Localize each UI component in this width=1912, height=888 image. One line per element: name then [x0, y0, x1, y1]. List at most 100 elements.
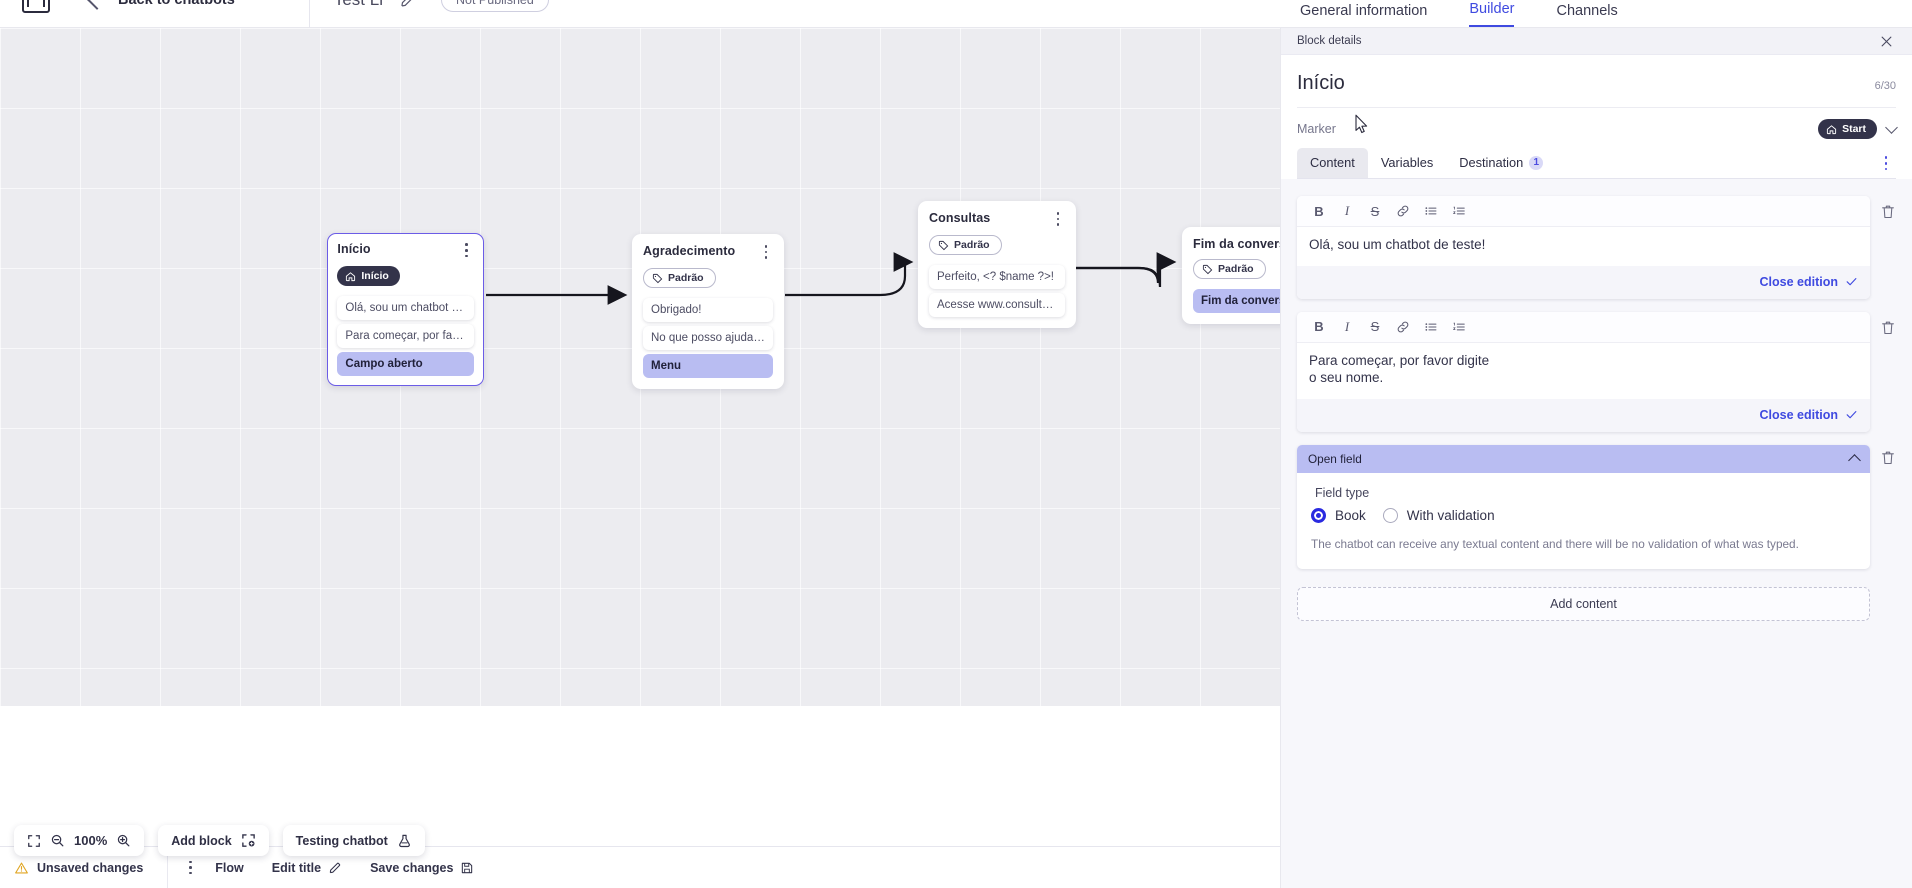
- tab-destination[interactable]: Destination 1: [1446, 148, 1556, 178]
- close-icon[interactable]: [1879, 34, 1894, 49]
- marker-value-badge[interactable]: Start: [1818, 119, 1877, 139]
- close-edition-label: Close edition: [1759, 407, 1838, 422]
- home-icon: [346, 272, 356, 281]
- add-block-button[interactable]: Add block: [158, 825, 269, 856]
- open-field-header[interactable]: Open field: [1297, 444, 1870, 473]
- zoom-controls: 100%: [14, 825, 145, 856]
- numbered-list-icon[interactable]: [1445, 201, 1473, 221]
- node-marker-badge: Padrão: [929, 235, 1002, 255]
- tab-variables-label: Variables: [1380, 155, 1434, 170]
- link-icon[interactable]: [1389, 317, 1417, 337]
- tab-channels[interactable]: Channels: [1556, 3, 1618, 19]
- save-changes-label: Save changes: [370, 860, 454, 875]
- chevron-up-icon[interactable]: [1848, 453, 1861, 467]
- panel-overflow-button[interactable]: [1882, 155, 1896, 171]
- node-row[interactable]: No que posso ajudar, <? $name ...: [643, 325, 773, 350]
- canvas-toolbar: 100% Add block Testing chatbot: [14, 825, 425, 856]
- strikethrough-icon[interactable]: S: [1370, 203, 1380, 219]
- tag-icon: [938, 240, 949, 250]
- flow-node-fim-da-conversa[interactable]: Fim da conversa Padrão Fim da conversa: [1182, 227, 1280, 324]
- trash-icon[interactable]: [1880, 449, 1896, 466]
- app-logo-icon[interactable]: [22, 0, 50, 13]
- rich-text-editor[interactable]: B I S: [1297, 196, 1870, 299]
- node-row-list: Obrigado! No que posso ajudar, <? $name …: [643, 297, 773, 378]
- close-edition-button[interactable]: Close edition: [1760, 408, 1858, 422]
- node-menu-button[interactable]: [759, 244, 773, 260]
- close-edition-button[interactable]: Close edition: [1760, 275, 1858, 289]
- node-menu-button[interactable]: [1051, 211, 1065, 227]
- flow-canvas[interactable]: Início Início Olá, sou um chatbot de tes…: [0, 28, 1280, 706]
- tab-variables[interactable]: Variables: [1368, 148, 1446, 178]
- node-marker-label: Início: [361, 270, 389, 283]
- flow-button[interactable]: Flow: [215, 861, 243, 875]
- editor-footer: Close edition: [1297, 398, 1870, 432]
- content-editor-list: B I S: [1281, 179, 1912, 621]
- italic-icon[interactable]: I: [1344, 318, 1350, 334]
- zoom-in-icon[interactable]: [116, 833, 131, 848]
- warning-icon: [15, 862, 28, 873]
- node-row[interactable]: Olá, sou um chatbot de teste!: [337, 295, 474, 320]
- marker-row: Marker Start: [1297, 108, 1898, 148]
- node-row-list: Olá, sou um chatbot de teste! Para começ…: [337, 295, 474, 376]
- mouse-cursor: [1355, 114, 1368, 134]
- add-content-button[interactable]: Add content: [1297, 586, 1870, 621]
- top-bar: Back to chatbots Test Li Not Published: [0, 0, 1280, 28]
- back-to-chatbots-link[interactable]: Back to chatbots: [118, 0, 235, 8]
- strikethrough-icon[interactable]: S: [1370, 319, 1380, 335]
- node-row[interactable]: Menu: [643, 353, 773, 378]
- flow-node-inicio[interactable]: Início Início Olá, sou um chatbot de tes…: [327, 233, 484, 387]
- radio-indicator: [1311, 507, 1326, 523]
- rich-text-editor[interactable]: B I S: [1297, 311, 1870, 432]
- node-row[interactable]: Obrigado!: [643, 297, 773, 322]
- bold-icon[interactable]: B: [1314, 203, 1324, 219]
- node-row[interactable]: Campo aberto: [337, 351, 474, 376]
- chevron-left-icon[interactable]: [87, 0, 107, 10]
- radio-with-validation-label: With validation: [1406, 507, 1495, 523]
- panel-title-bar: Block details: [1281, 28, 1912, 55]
- tag-icon: [652, 273, 663, 283]
- node-title: Agradecimento: [643, 244, 736, 258]
- radio-book-label: Book: [1335, 507, 1366, 523]
- flow-node-consultas[interactable]: Consultas Padrão Perfeito, <? $name ?>! …: [918, 201, 1076, 328]
- radio-book[interactable]: Book: [1311, 507, 1366, 523]
- tab-general-information[interactable]: General information: [1300, 3, 1428, 19]
- node-menu-button[interactable]: [460, 242, 474, 258]
- node-row[interactable]: Acesse www.consultas.com par...: [929, 292, 1065, 317]
- testing-chatbot-button[interactable]: Testing chatbot: [282, 825, 425, 856]
- edit-title-button[interactable]: Edit title: [272, 861, 342, 875]
- marker-control: Start: [1818, 119, 1898, 139]
- radio-with-validation[interactable]: With validation: [1382, 507, 1495, 523]
- node-title: Fim da conversa: [1193, 237, 1280, 251]
- content-text[interactable]: Para começar, por favor digite o seu nom…: [1309, 352, 1490, 385]
- publish-status-badge: Not Published: [440, 0, 549, 12]
- numbered-list-icon[interactable]: [1445, 317, 1473, 337]
- trash-icon[interactable]: [1880, 203, 1896, 220]
- tag-icon: [1202, 264, 1213, 274]
- content-text[interactable]: Olá, sou um chatbot de teste!: [1309, 237, 1486, 252]
- node-row[interactable]: Fim da conversa: [1193, 288, 1280, 313]
- marker-value-label: Start: [1842, 123, 1866, 135]
- italic-icon[interactable]: I: [1344, 203, 1350, 218]
- fit-screen-icon[interactable]: [27, 834, 41, 848]
- flow-label: Flow: [215, 860, 244, 875]
- node-title: Consultas: [929, 211, 991, 225]
- chevron-down-icon[interactable]: [1885, 120, 1898, 134]
- flow-node-agradecimento[interactable]: Agradecimento Padrão Obrigado! No que po…: [632, 234, 784, 389]
- bulleted-list-icon[interactable]: [1417, 317, 1445, 337]
- save-changes-button[interactable]: Save changes: [370, 861, 474, 875]
- zoom-out-icon[interactable]: [50, 833, 65, 848]
- tab-builder[interactable]: Builder: [1469, 1, 1515, 27]
- tab-content[interactable]: Content: [1297, 148, 1368, 178]
- pencil-icon[interactable]: [399, 0, 417, 9]
- open-field-body: Field type Book With validation The: [1297, 473, 1870, 569]
- node-row[interactable]: Perfeito, <? $name ?>!: [929, 264, 1065, 289]
- bulleted-list-icon[interactable]: [1417, 201, 1445, 221]
- link-icon[interactable]: [1389, 201, 1417, 221]
- trash-icon[interactable]: [1880, 319, 1896, 336]
- bold-icon[interactable]: B: [1314, 319, 1324, 335]
- node-row[interactable]: Para começar, por favor digite o ...: [337, 323, 474, 348]
- flask-icon: [398, 834, 410, 847]
- status-overflow-button[interactable]: [183, 860, 197, 876]
- add-block-label: Add block: [171, 833, 232, 848]
